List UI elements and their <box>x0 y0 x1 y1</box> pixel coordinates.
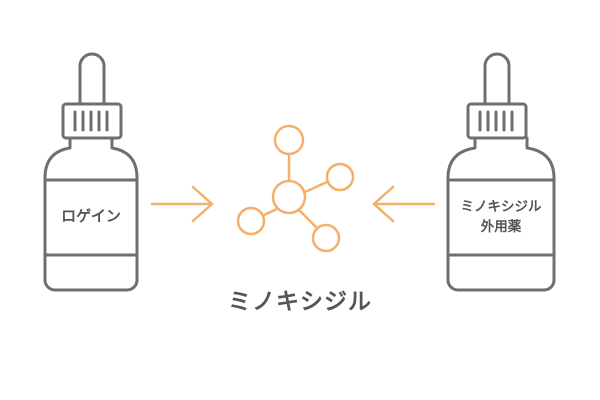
atom-left <box>236 206 266 236</box>
atom-top <box>273 124 305 156</box>
bottle-cap <box>466 102 528 140</box>
atom-center <box>271 179 307 215</box>
right-dropper-bottle-icon <box>446 52 556 292</box>
right-bottle-label-line1: ミノキシジル <box>460 199 542 215</box>
atom-bottom <box>311 223 341 253</box>
right-bottle-label: ミノキシジル 外用薬 <box>448 197 554 237</box>
left-dropper-bottle-icon <box>43 52 139 292</box>
molecule-icon <box>236 124 355 253</box>
bottle-cap <box>61 102 123 140</box>
atom-right <box>325 162 355 192</box>
molecule-caption: ミノキシジル <box>228 289 372 315</box>
left-bottle-label: ロゲイン <box>61 207 121 225</box>
arrow-right-icon <box>150 185 214 223</box>
arrow-left-icon <box>372 185 436 223</box>
dropper-bulb <box>78 52 106 105</box>
right-bottle-label-line2: 外用薬 <box>480 219 522 235</box>
bottle-body <box>446 136 556 292</box>
bottle-body <box>43 136 139 292</box>
dropper-bulb <box>483 52 511 105</box>
